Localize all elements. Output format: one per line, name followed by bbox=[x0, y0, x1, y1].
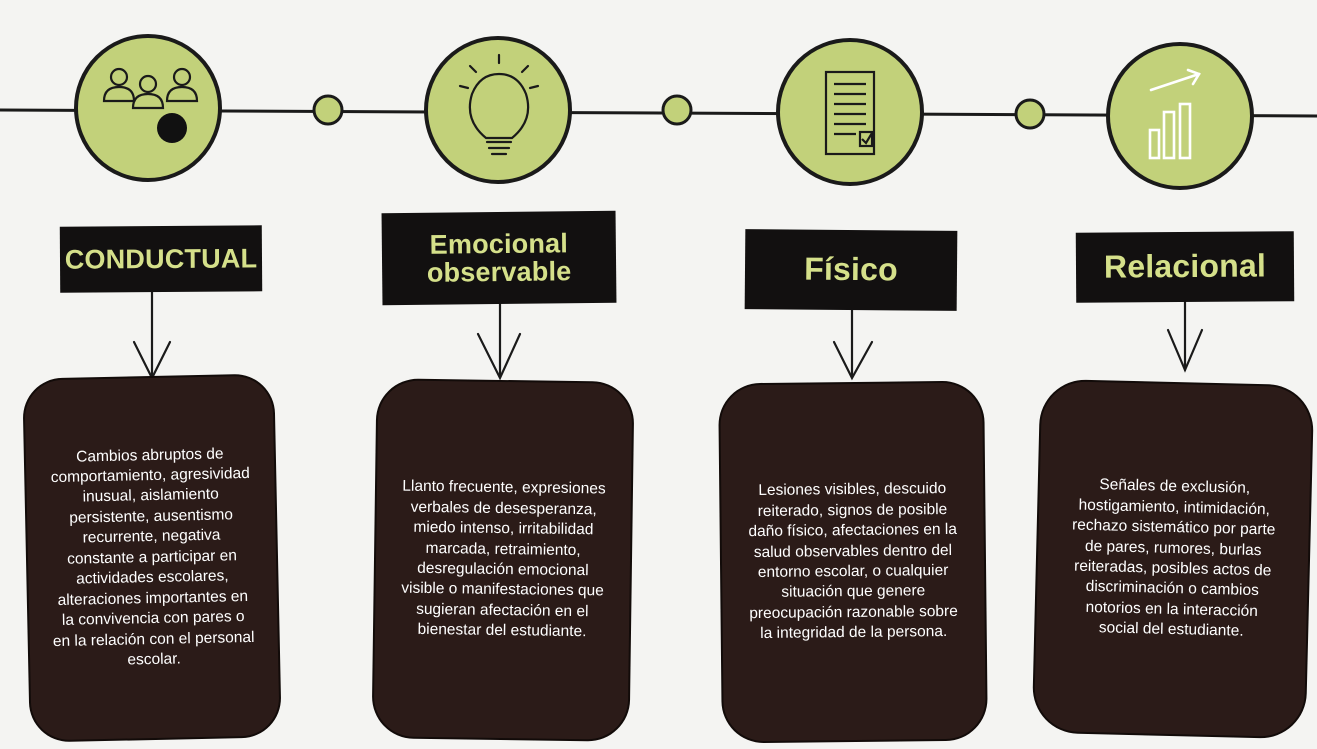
stage-card-conductual: Cambios abruptos de comportamiento, agre… bbox=[24, 375, 280, 741]
stage-label-conductual: CONDUCTUAL bbox=[59, 225, 263, 293]
stage-card-text: Señales de exclusión, hostigamiento, int… bbox=[1071, 476, 1276, 641]
timeline bbox=[0, 34, 1317, 190]
stage-label-emocional: Emocional observable bbox=[381, 210, 617, 306]
stage-label-text: Físico bbox=[804, 250, 898, 288]
stage-card-relacional: Señales de exclusión, hostigamiento, int… bbox=[1033, 380, 1313, 738]
stage-card-text: Cambios abruptos de comportamiento, agre… bbox=[50, 444, 255, 669]
timeline-dot bbox=[661, 94, 693, 126]
stage-label-relacional: Relacional bbox=[1075, 231, 1295, 303]
stage-label-fisico: Físico bbox=[744, 229, 958, 311]
stage-card-emocional: Llanto frecuente, expresiones verbales d… bbox=[373, 380, 633, 740]
stage-card-text: Llanto frecuente, expresiones verbales d… bbox=[401, 477, 606, 641]
timeline-dot bbox=[312, 94, 344, 126]
timeline-dot bbox=[1014, 98, 1046, 130]
bar-chart-growth-icon bbox=[1106, 42, 1254, 190]
stage-label-text: Emocional observable bbox=[426, 227, 572, 288]
lightbulb-icon bbox=[424, 36, 572, 184]
stage-card-fisico: Lesiones visibles, descuido reiterado, s… bbox=[720, 382, 986, 742]
stage-label-text: CONDUCTUAL bbox=[64, 243, 258, 275]
stage-label-text: Relacional bbox=[1103, 247, 1267, 285]
document-checklist-icon bbox=[776, 38, 924, 186]
stage-card-text: Lesiones visibles, descuido reiterado, s… bbox=[748, 480, 958, 643]
people-icon bbox=[74, 34, 222, 182]
